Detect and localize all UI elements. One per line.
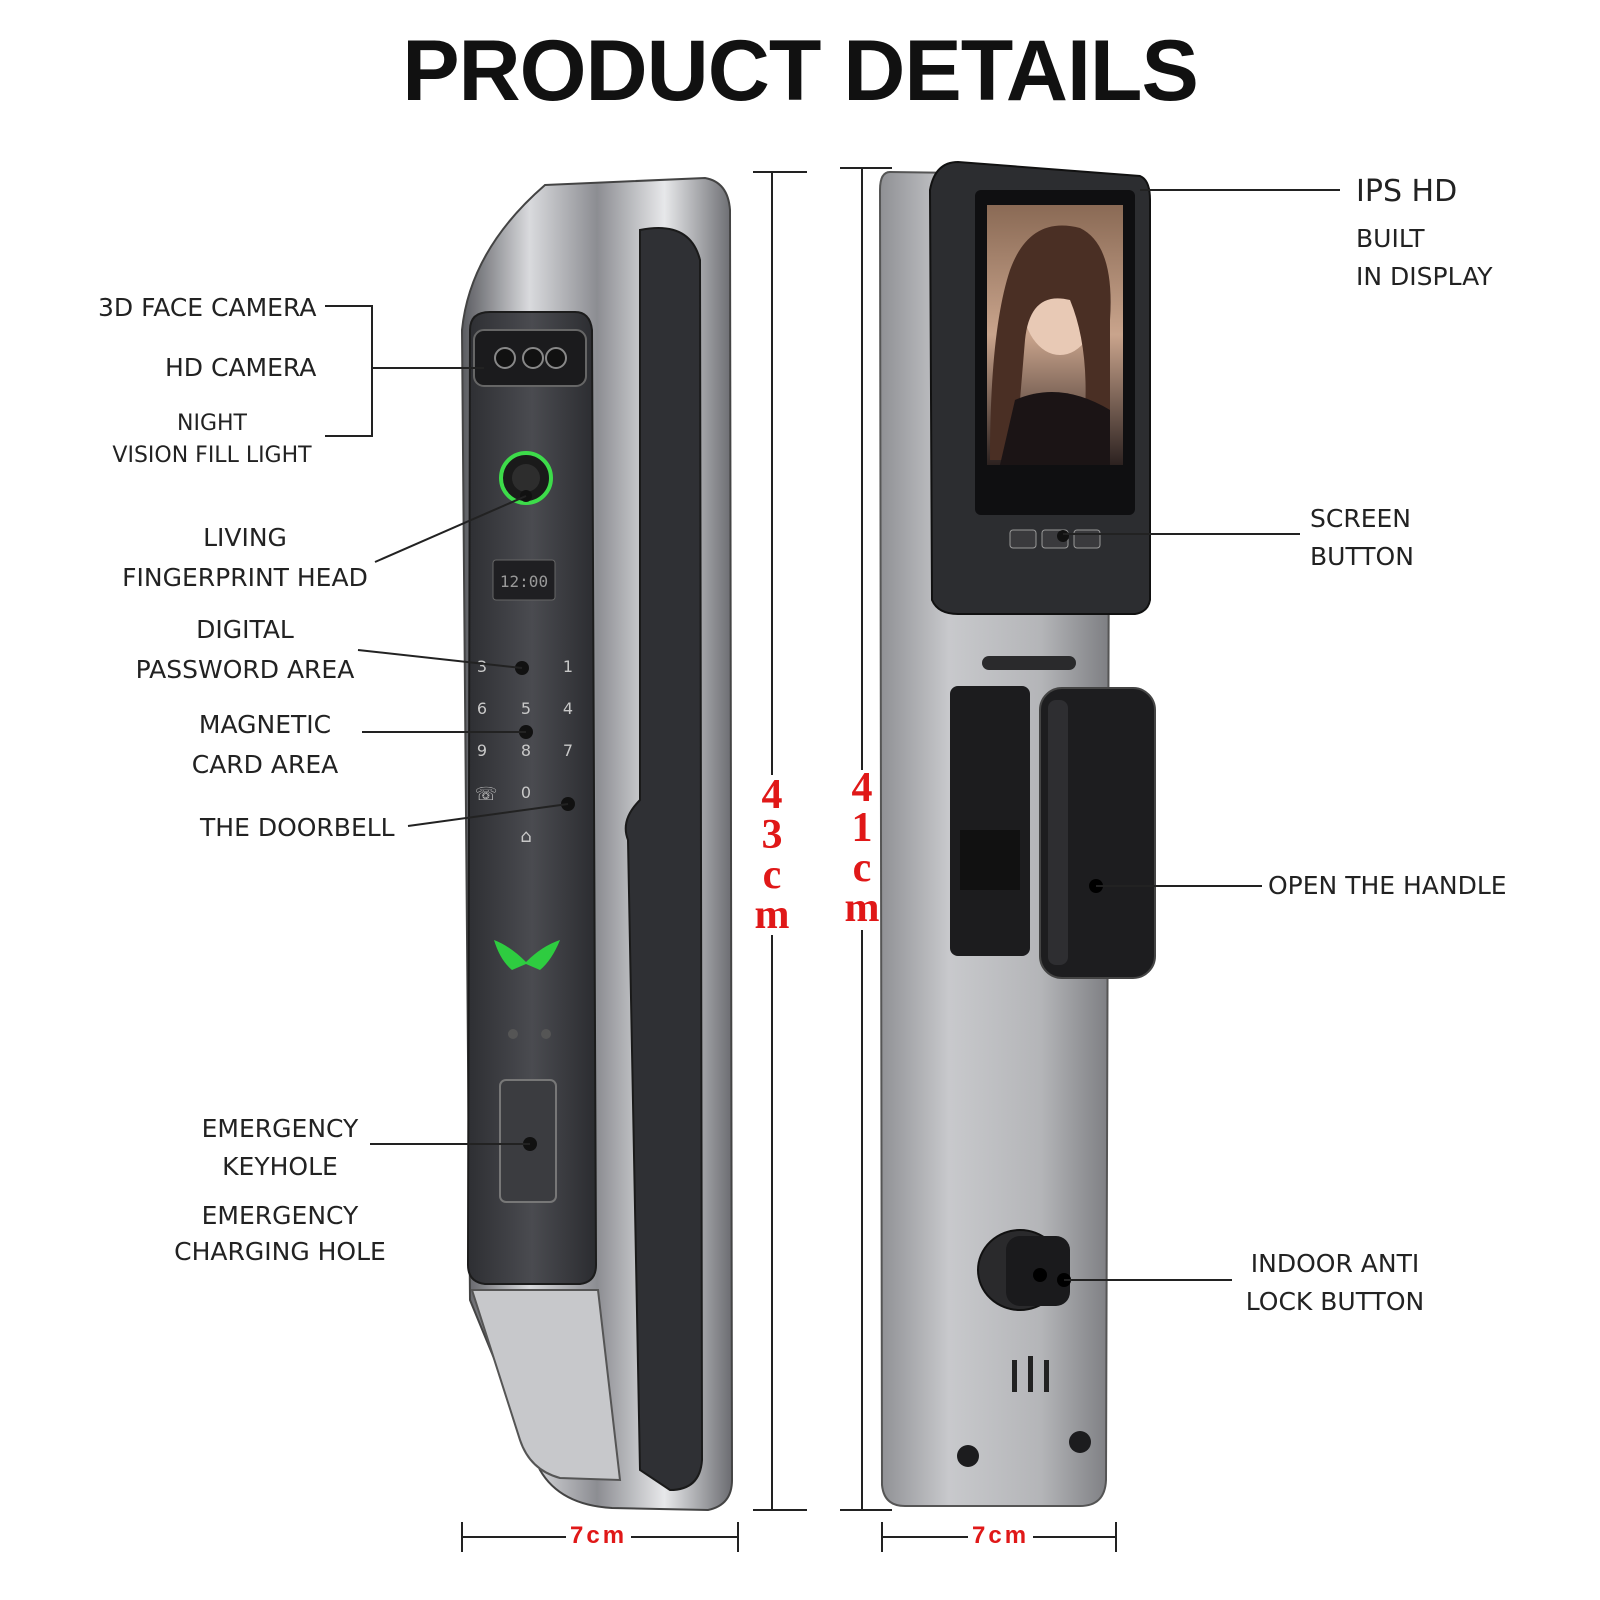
- label-charging-line1: EMERGENCY: [201, 1201, 359, 1230]
- label-charging-line2: CHARGING HOLE: [174, 1237, 386, 1266]
- label-password-line2: PASSWORD AREA: [135, 655, 355, 684]
- label-ips-hd: IPS HD: [1356, 174, 1458, 209]
- front-height-dimension: 4 3 c m: [752, 772, 792, 938]
- label-anti-line1: INDOOR ANTI: [1250, 1249, 1420, 1278]
- front-height-char: 3: [761, 812, 783, 858]
- back-lock: [878, 160, 1156, 1507]
- back-height-dimension: 4 1 c m: [842, 765, 882, 931]
- back-height-char: m: [844, 885, 880, 931]
- label-night-vision: NIGHT VISION FILL LIGHT: [112, 408, 312, 472]
- label-indoor-anti-lock-button: INDOOR ANTI LOCK BUTTON: [1240, 1245, 1430, 1321]
- front-width-dimension: 7cm: [566, 1522, 632, 1550]
- keypad-key: 1: [563, 657, 573, 676]
- label-screen-line1: SCREEN: [1310, 504, 1411, 533]
- front-lock: 12:00 3 1 6 5 4 9 8 7 0 ☏ ⌂: [460, 176, 734, 1512]
- label-built-in-display: BUILT IN DISPLAY: [1356, 220, 1493, 296]
- label-fingerprint-head: LIVING FINGERPRINT HEAD: [120, 518, 370, 598]
- keypad-key: 8: [521, 741, 531, 760]
- lock-icon: ⌂: [520, 826, 531, 847]
- keypad-key: 9: [477, 741, 487, 760]
- front-height-char: m: [754, 892, 790, 938]
- back-height-char: c: [852, 845, 872, 891]
- label-night-vision-line2: VISION FILL LIGHT: [112, 442, 312, 468]
- label-screen-button: SCREEN BUTTON: [1310, 500, 1414, 576]
- front-height-char: c: [762, 852, 782, 898]
- label-emergency-charging: EMERGENCY CHARGING HOLE: [170, 1198, 390, 1270]
- label-card-line1: MAGNETIC: [198, 710, 332, 739]
- keypad-key: 0: [521, 783, 531, 802]
- back-height-char: 1: [851, 805, 873, 851]
- label-hd-camera: HD CAMERA: [165, 353, 317, 382]
- front-height-char: 4: [761, 772, 783, 818]
- back-width-dimension: 7cm: [968, 1522, 1034, 1550]
- label-night-vision-line1: NIGHT: [177, 411, 247, 436]
- keypad-key: 4: [563, 699, 573, 718]
- label-fingerprint-line2: FINGERPRINT HEAD: [122, 563, 368, 592]
- label-3d-face-camera: 3D FACE CAMERA: [98, 293, 317, 322]
- label-doorbell: THE DOORBELL: [200, 813, 395, 842]
- lock-display-time: 12:00: [500, 572, 548, 591]
- label-in-display-line: IN DISPLAY: [1356, 262, 1493, 291]
- doorbell-icon: ☏: [475, 784, 498, 805]
- label-password-area: DIGITAL PASSWORD AREA: [130, 610, 360, 690]
- label-fingerprint-line1: LIVING: [203, 523, 287, 552]
- brand-logo-icon: [494, 940, 560, 970]
- page-title: PRODUCT DETAILS: [402, 23, 1199, 119]
- label-anti-line2: LOCK BUTTON: [1245, 1287, 1425, 1316]
- label-screen-line2: BUTTON: [1310, 542, 1414, 571]
- label-open-the-handle: OPEN THE HANDLE: [1268, 871, 1507, 900]
- label-keyhole-line2: KEYHOLE: [222, 1152, 338, 1181]
- keypad-key: 5: [521, 699, 531, 718]
- label-password-line1: DIGITAL: [196, 615, 294, 644]
- label-card-line2: CARD AREA: [191, 750, 339, 779]
- label-emergency-keyhole: EMERGENCY KEYHOLE: [175, 1110, 385, 1186]
- back-height-char: 4: [851, 765, 873, 811]
- label-built-line: BUILT: [1356, 224, 1425, 253]
- keypad-key: 3: [477, 657, 487, 676]
- keypad-key: 6: [477, 699, 487, 718]
- keypad-key: 7: [563, 741, 573, 760]
- label-magnetic-card-area: MAGNETIC CARD AREA: [165, 705, 365, 785]
- label-keyhole-line1: EMERGENCY: [201, 1114, 359, 1143]
